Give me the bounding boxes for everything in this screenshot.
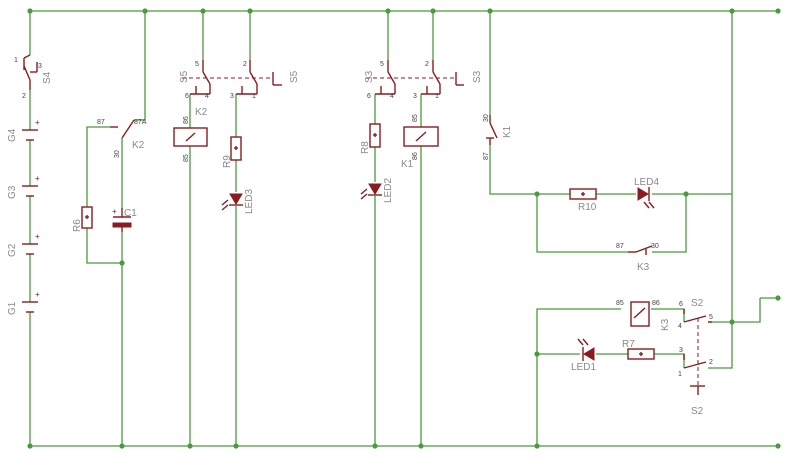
capacitor-c1: + C1 (112, 207, 137, 232)
s5-label-right: S5 (289, 70, 300, 83)
s2-label-bottom: S2 (691, 406, 704, 417)
led-led4: LED4 (634, 177, 659, 209)
r10-label: R10 (578, 202, 597, 213)
r7-label: R7 (622, 339, 635, 350)
k2-pin-87a: 87A (134, 119, 147, 126)
k2-pin-30: 30 (114, 150, 121, 158)
relay-coil-k3: 85 86 K3 (616, 300, 671, 331)
s3-pin-5: 5 (380, 61, 384, 68)
s2-pin-6: 6 (679, 301, 683, 308)
resistor-r10: R10 (569, 188, 597, 213)
led-led2: LED2 (360, 178, 394, 203)
k2-coil-label: K2 (195, 107, 208, 118)
relay-contact-k3: 87 30 K3 (616, 243, 659, 273)
s5-pin-5: 5 (195, 61, 199, 68)
relay-contact-k1: 30 87 K1 (483, 114, 513, 160)
led2-label: LED2 (383, 178, 394, 203)
c1-label: C1 (124, 208, 137, 219)
s4-label: S4 (42, 71, 53, 84)
switch-s2-bottom: 3 2 1 S2 (678, 347, 713, 417)
k2-pin-85: 85 (183, 154, 190, 162)
s4-pin-2: 2 (22, 93, 26, 100)
resistor-r6: R6 (72, 206, 93, 232)
s2-pin-3: 3 (679, 347, 683, 354)
battery-g4-label: G4 (7, 128, 18, 142)
r8-label: R8 (360, 141, 371, 154)
k2-contact-label: K2 (132, 140, 145, 151)
s5-pin-3: 3 (230, 93, 234, 100)
switch-s3: 5 6 4 2 3 1 S3 S3 (364, 60, 483, 100)
battery-g1: + G1 (7, 290, 40, 315)
battery-g3: + G3 (7, 174, 40, 199)
battery-g1-label: G1 (7, 301, 18, 315)
switch-s2-top: 6 5 4 S2 (678, 298, 713, 386)
junction-dots (27, 8, 781, 449)
battery-g2-label: G2 (7, 243, 18, 257)
s3-pin-4: 4 (390, 93, 394, 100)
s2-pin-1: 1 (678, 371, 682, 378)
relay-coil-k1: 85 86 K1 (401, 114, 439, 170)
s2-pin-2: 2 (709, 359, 713, 366)
s5-pin-4: 4 (205, 93, 209, 100)
svg-text:+: + (35, 290, 40, 299)
k1-pin-85: 85 (412, 114, 419, 122)
s5-label-left: S5 (179, 70, 190, 83)
r6-label: R6 (72, 219, 83, 232)
led3-label: LED3 (244, 189, 255, 214)
s3-pin-2: 2 (425, 61, 429, 68)
relay-contact-k2: 87 87A 30 K2 (97, 119, 147, 158)
k1-contact-label: K1 (502, 125, 513, 138)
s4-pin-1: 1 (14, 57, 18, 64)
svg-text:+: + (112, 207, 117, 216)
s5-pin-1: 1 (252, 93, 256, 100)
switch-s5: 5 6 4 2 3 1 S5 S5 (179, 60, 300, 100)
svg-text:+: + (35, 174, 40, 183)
battery-g4: + G4 (7, 118, 40, 142)
battery-g2: + G2 (7, 232, 40, 257)
r9-label: R9 (222, 155, 233, 168)
k3-pin-87: 87 (616, 243, 624, 250)
svg-text:+: + (35, 232, 40, 241)
battery-g3-label: G3 (7, 185, 18, 199)
led4-label: LED4 (634, 177, 659, 188)
s4-pin-3: 3 (38, 63, 42, 70)
s3-label-left: S3 (364, 70, 375, 83)
k2-pin-87: 87 (97, 119, 105, 126)
k3-pin-85: 85 (616, 300, 624, 307)
k3-pin-30: 30 (651, 243, 659, 250)
k1-coil-label: K1 (401, 159, 414, 170)
led-led1: LED1 (571, 338, 596, 373)
s2-label-top: S2 (691, 298, 704, 309)
s5-pin-2: 2 (243, 61, 247, 68)
s2-pin-4: 4 (678, 323, 682, 330)
led1-label: LED1 (571, 362, 596, 373)
k1-pin-86: 86 (412, 152, 419, 160)
svg-text:+: + (35, 118, 40, 127)
k1-pin-87: 87 (483, 152, 490, 160)
k3-contact-label: K3 (637, 262, 650, 273)
switch-s4: 1 3 2 S4 (14, 54, 53, 100)
relay-coil-k2: 86 85 K2 (173, 107, 208, 162)
s5-pin-6: 6 (185, 93, 189, 100)
resistor-r9: R9 (222, 136, 242, 168)
s3-label-right: S3 (472, 70, 483, 83)
resistor-r8: R8 (360, 123, 381, 154)
s3-pin-6: 6 (367, 93, 371, 100)
wires (29, 10, 778, 447)
led-led3: LED3 (221, 189, 255, 214)
s2-pin-5: 5 (709, 314, 713, 321)
k2-pin-86: 86 (183, 116, 190, 124)
s3-pin-3: 3 (413, 93, 417, 100)
k3-coil-label: K3 (660, 318, 671, 331)
k1-pin-30: 30 (483, 114, 490, 122)
resistor-r7: R7 (622, 339, 655, 360)
k3-pin-86: 86 (652, 300, 660, 307)
s3-pin-1: 1 (435, 93, 439, 100)
